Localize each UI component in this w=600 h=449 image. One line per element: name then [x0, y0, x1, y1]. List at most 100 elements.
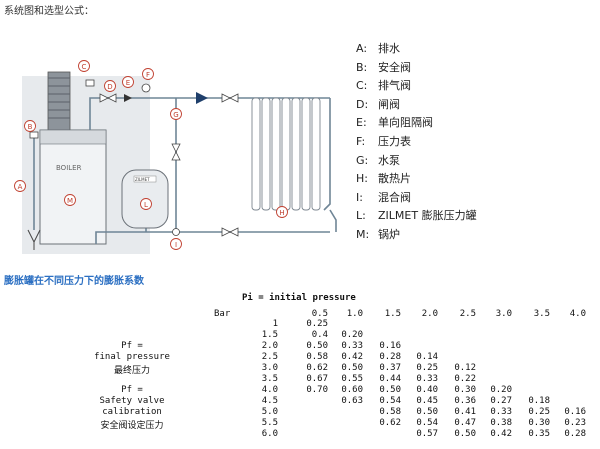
radiator [251, 97, 321, 211]
coefficient-cell: 0.36 [454, 396, 476, 406]
svg-text:H: H [279, 209, 284, 217]
marker-h: H [276, 206, 288, 218]
legend-key: M: [356, 227, 370, 241]
legend-key: F: [356, 134, 366, 148]
side-label-row: 最终压力 [0, 363, 600, 376]
coefficient-cell: 0.37 [379, 363, 401, 373]
pf-value: 5.5 [261, 418, 278, 428]
coefficient-cell: 0.14 [416, 352, 438, 362]
side-label: Pf = [121, 341, 143, 351]
marker-f: F [142, 68, 154, 80]
legend-item: A:排水 [356, 40, 596, 59]
coefficient-cell: 0.44 [379, 374, 401, 384]
section-title: 膨胀罐在不同压力下的膨胀系数 [4, 276, 144, 287]
coefficient-cell: 0.33 [416, 374, 438, 384]
side-label: Pf = [121, 385, 143, 395]
coefficient-cell: 0.20 [490, 385, 512, 395]
marker-e: E [122, 76, 134, 88]
svg-text:M: M [67, 197, 73, 205]
coefficient-cell: 0.47 [454, 418, 476, 428]
side-label: calibration [102, 407, 162, 417]
legend-text: 安全阀 [378, 60, 411, 74]
coefficient-cell: 0.58 [379, 407, 401, 417]
coefficient-cell: 0.45 [416, 396, 438, 406]
coefficient-cell: 0.57 [416, 429, 438, 439]
svg-text:E: E [126, 79, 130, 87]
side-label-row: final pressure [0, 352, 600, 363]
side-label: final pressure [94, 352, 170, 362]
boiler: BOILER [39, 129, 107, 245]
valves [99, 93, 239, 237]
legend-key: A: [356, 42, 368, 55]
side-label-row: Pf = [0, 385, 600, 396]
pf-value: 3.5 [261, 374, 278, 384]
svg-text:F: F [146, 71, 150, 79]
legend-key: B: [356, 60, 368, 74]
legend-item: G:水泵 [356, 152, 596, 171]
legend-text: 排气阀 [378, 79, 411, 93]
coefficient-cell: 0.50 [454, 429, 476, 439]
pi-header-cell: 3.5 [533, 309, 550, 319]
pi-header-cell: 1.0 [346, 309, 363, 319]
marker-l: L [140, 198, 152, 210]
heating-system-diagram: BOILER ZILMET A B C [14, 60, 337, 254]
coefficient-cell: 0.18 [528, 396, 550, 406]
svg-text:I: I [175, 241, 177, 249]
tank-label: ZILMET [135, 177, 150, 182]
pf-value: 2.0 [261, 341, 278, 351]
legend-item: C:排气阀 [356, 77, 596, 96]
pi-header-cell: 4.0 [569, 309, 586, 319]
coefficient-cell: 0.42 [490, 429, 512, 439]
pi-header-cell: 3.0 [495, 309, 512, 319]
marker-b: B [24, 120, 36, 132]
pf-value: 2.5 [261, 352, 278, 362]
legend-text: 单向阻隔阀 [378, 116, 433, 130]
marker-a: A [14, 180, 26, 192]
legend-text: 闸阀 [378, 97, 400, 111]
side-label: 最终压力 [113, 366, 150, 376]
legend-key: I: [356, 190, 363, 204]
air-vent-symbol [85, 79, 95, 87]
side-label-row: Pf = [0, 341, 600, 352]
coefficient-cell: 0.54 [379, 396, 401, 406]
coefficient-cell: 0.33 [490, 407, 512, 417]
pi-header-cell: 2.5 [459, 309, 476, 319]
coefficient-cell: 0.25 [306, 319, 328, 329]
legend-key: E: [356, 116, 367, 130]
legend-key: L: [356, 209, 366, 223]
coefficient-cell: 0.28 [379, 352, 401, 362]
coefficient-cell: 0.50 [341, 363, 363, 373]
legend-text: 混合阀 [378, 190, 411, 204]
coefficient-cell: 0.50 [379, 385, 401, 395]
coefficient-cell: 0.25 [528, 407, 550, 417]
pf-value: 5.0 [261, 407, 278, 417]
coefficient-cell: 0.16 [379, 341, 401, 351]
svg-text:D: D [107, 83, 112, 91]
coefficient-cell: 0.42 [341, 352, 363, 362]
legend-item: H:散热片 [356, 170, 596, 189]
coefficient-cell: 0.54 [416, 418, 438, 428]
coefficient-cell: 0.38 [490, 418, 512, 428]
coefficient-cell: 0.40 [416, 385, 438, 395]
legend-text: 散热片 [378, 172, 411, 186]
marker-g: G [170, 108, 182, 120]
coefficient-cell: 0.4 [311, 330, 328, 340]
svg-text:B: B [28, 123, 33, 131]
svg-text:G: G [173, 111, 178, 119]
coefficient-cell: 0.20 [341, 330, 363, 340]
coefficient-cell: 0.67 [306, 374, 328, 384]
mixing-valve-symbol [172, 228, 180, 236]
pf-value: 3.0 [261, 363, 278, 373]
marker-i: I [170, 238, 182, 250]
